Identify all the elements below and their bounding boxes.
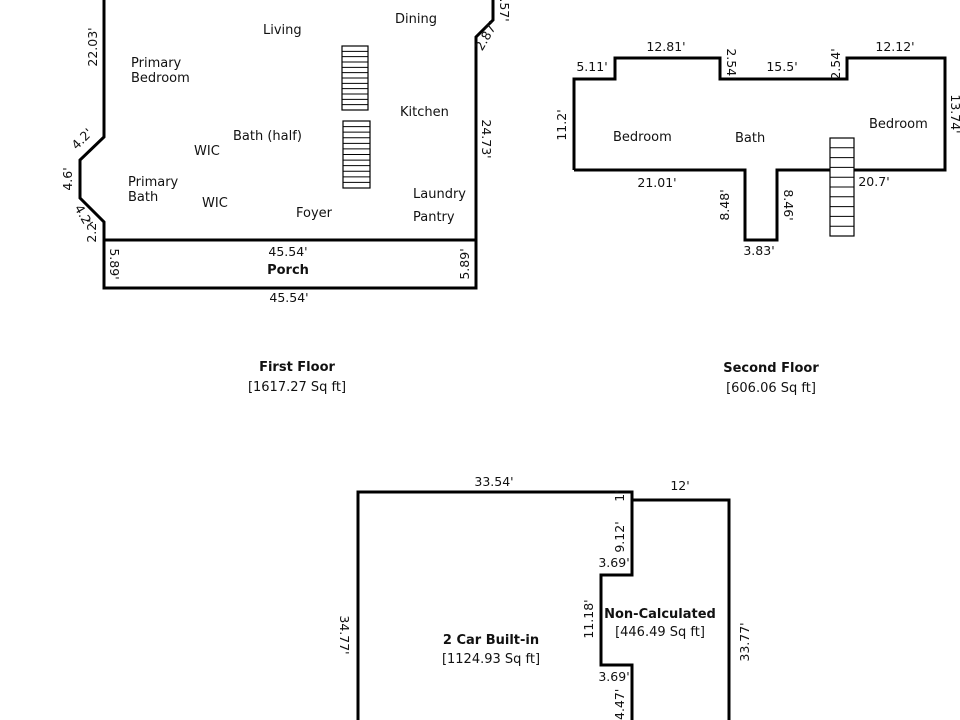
second-floor-title: Second Floor [723, 361, 819, 376]
dim-label: 12' [670, 478, 689, 493]
dim-label: 2.54' [828, 48, 843, 79]
dim-label: 20.7' [858, 174, 889, 189]
dim-label: 11.2' [554, 109, 569, 140]
first-floor-plan: Living Dining Primary Bedroom Kitchen Ba… [60, 0, 512, 395]
room-label-laundry: Laundry [413, 187, 466, 202]
garage-area: [1124.93 Sq ft] [442, 652, 540, 667]
dim-label: 12.12' [875, 39, 914, 54]
room-label-porch: Porch [267, 263, 309, 278]
room-label-wic-2: WIC [202, 196, 228, 211]
room-label-primary-bath-2: Bath [128, 190, 158, 205]
room-label-bedroom-2: Bedroom [869, 117, 928, 132]
dim-label: 4.6' [60, 167, 75, 190]
stairs-icon [829, 137, 855, 237]
room-label-primary-bedroom-1: Primary [131, 56, 182, 71]
dim-label: 22.03' [85, 27, 100, 66]
room-label-foyer: Foyer [296, 206, 333, 221]
second-floor-outline [572, 56, 947, 242]
dim-label: 5.11' [576, 59, 607, 74]
room-label-bath-half: Bath (half) [233, 129, 302, 144]
room-label-dining: Dining [395, 12, 437, 27]
dim-label: 8.46' [781, 189, 796, 220]
dim-label: 45.54' [268, 244, 307, 259]
room-label-living: Living [263, 23, 302, 38]
garage-outline [356, 490, 634, 720]
dim-label: 34.77' [337, 615, 352, 654]
garage-plan: 33.54' 34.77' 1' 9.12' 3.69' 11.18' 3.69… [337, 474, 752, 720]
room-label-bath: Bath [735, 131, 765, 146]
dim-label: 4.47' [612, 689, 627, 720]
second-floor-area: [606.06 Sq ft] [726, 381, 816, 396]
porch-outline [102, 238, 478, 290]
room-label-primary-bedroom-2: Bedroom [131, 71, 190, 86]
second-floor-plan: Bedroom Bath Bedroom 5.11' 12.81' 2.54' … [554, 39, 960, 396]
room-label-primary-bath-1: Primary [128, 175, 179, 190]
dim-label: 1' [612, 490, 627, 501]
dim-label: 21.01' [637, 175, 676, 190]
dim-label: 33.77' [737, 622, 752, 661]
stairs-icon [341, 45, 371, 189]
dim-label: 5.89' [107, 248, 122, 279]
dim-label: 33.54' [474, 474, 513, 489]
dim-label: 15.5' [766, 59, 797, 74]
dim-label: 9.12' [612, 521, 627, 552]
dim-label: 2.54' [724, 48, 739, 79]
first-floor-area: [1617.27 Sq ft] [248, 380, 346, 395]
dim-label: 24.73' [479, 119, 494, 158]
dim-label: 11.18' [581, 599, 596, 638]
dim-label: 12.81' [646, 39, 685, 54]
first-floor-title: First Floor [259, 360, 335, 375]
garage-title: 2 Car Built-in [443, 633, 539, 648]
non-calculated-area: [446.49 Sq ft] [615, 625, 705, 640]
dim-label: 3.69' [598, 669, 629, 684]
non-calculated-outline [632, 498, 731, 720]
non-calculated-title: Non-Calculated [604, 607, 716, 622]
first-floor-outline [78, 0, 495, 242]
room-label-wic-1: WIC [194, 144, 220, 159]
dim-label: 3.83' [743, 243, 774, 258]
room-label-bedroom-1: Bedroom [613, 130, 672, 145]
dim-label: 3.69' [598, 555, 629, 570]
dim-label: 8.48' [717, 189, 732, 220]
room-label-kitchen: Kitchen [400, 105, 449, 120]
room-label-pantry: Pantry [413, 210, 455, 225]
dim-label: 45.54' [269, 290, 308, 305]
dim-label: 5.89' [457, 248, 472, 279]
dim-label: 13.74' [948, 94, 960, 133]
dim-label: 2.2' [84, 219, 99, 242]
dim-label: .57' [497, 0, 512, 22]
